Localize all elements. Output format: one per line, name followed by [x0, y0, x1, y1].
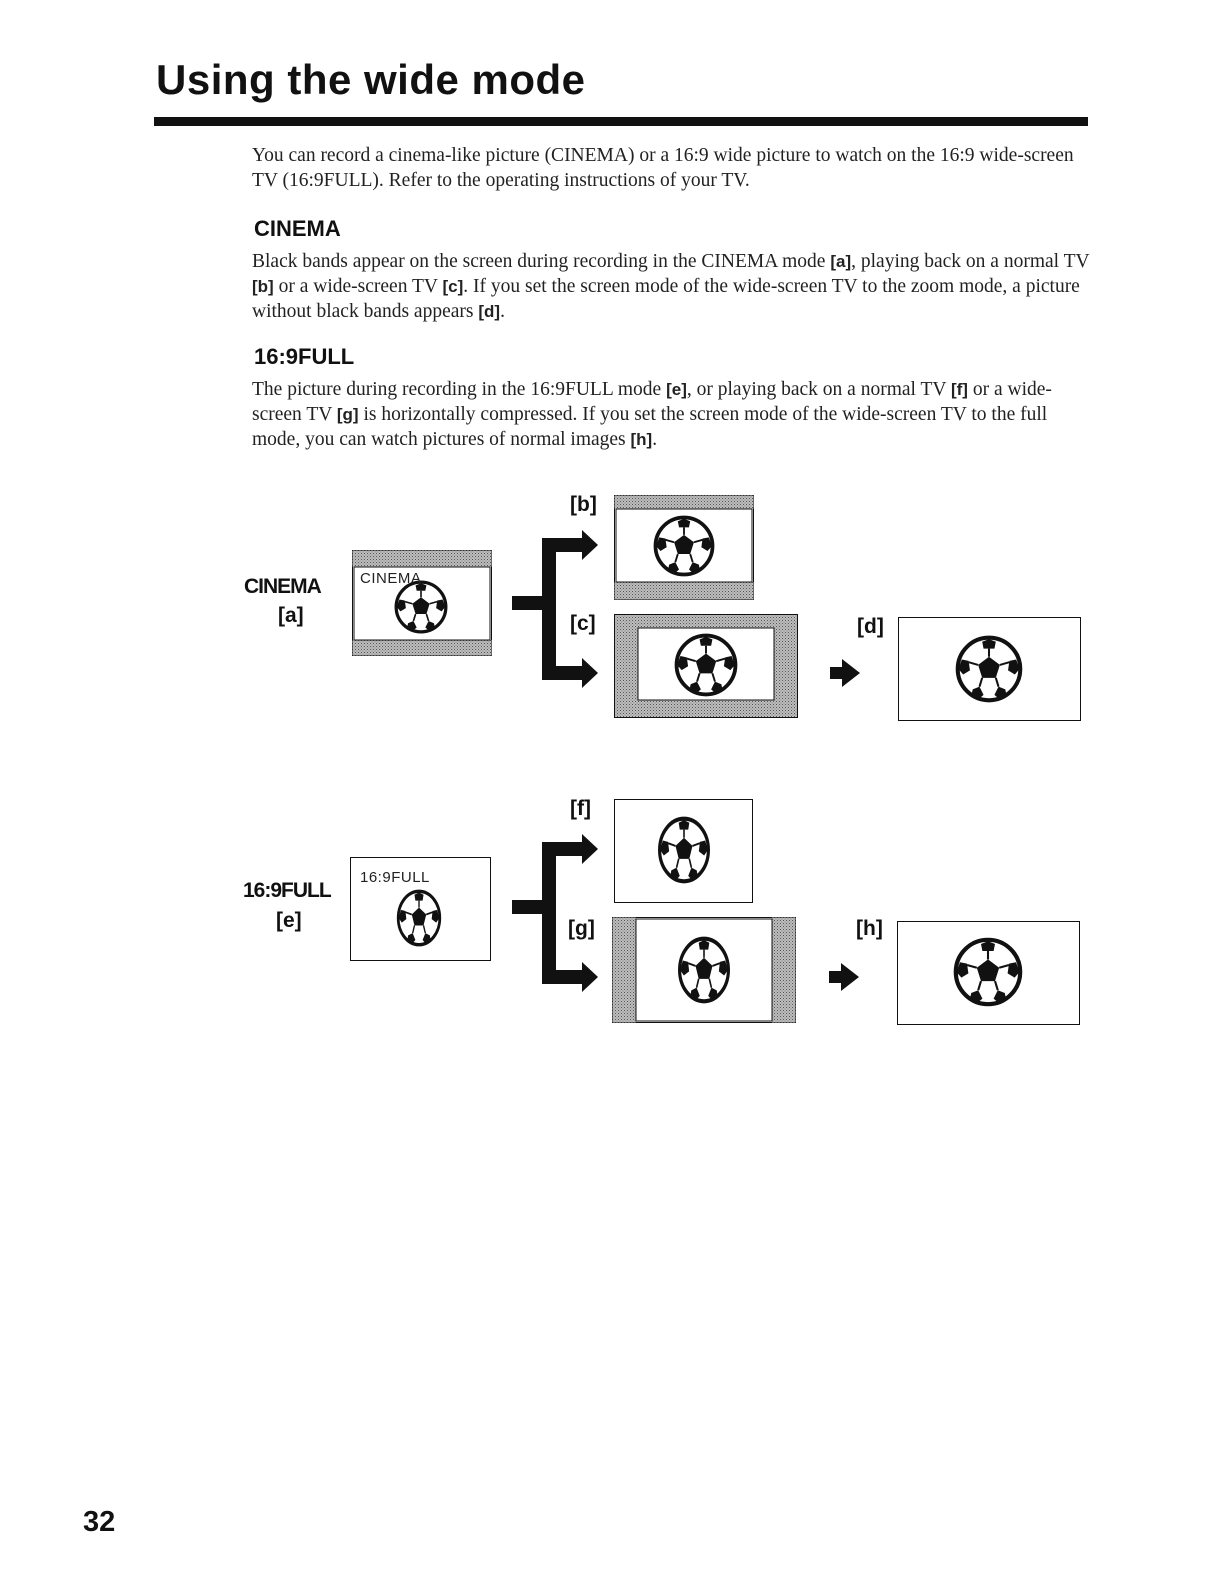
full-paragraph: The picture during recording in the 16:9… — [252, 377, 1092, 452]
screen-a-cinema-recording: CINEMA — [352, 550, 492, 656]
label-a: [a] — [278, 604, 304, 627]
full-text-1: The picture during recording in the 16:9… — [252, 379, 667, 400]
cinema-text-3: or a wide-screen TV — [273, 276, 443, 297]
cinema-heading: CINEMA — [254, 216, 341, 241]
soccer-ball-icon — [680, 939, 729, 1002]
soccer-ball-icon — [674, 633, 738, 697]
screen-h-full-mode — [897, 921, 1080, 1025]
cinema-text-4: . If you set the screen mode of the wide… — [252, 276, 1080, 322]
label-f: [f] — [570, 797, 591, 820]
title-rule — [154, 117, 1088, 126]
soccer-ball-icon — [398, 891, 440, 944]
cinema-text-2: , playing back on a normal TV — [851, 251, 1090, 272]
label-h: [h] — [856, 917, 883, 940]
screen-a-text: CINEMA — [360, 570, 422, 587]
label-c: [c] — [570, 612, 596, 635]
diagram-full-label: 16:9FULL — [243, 879, 332, 902]
page-title: Using the wide mode — [156, 56, 586, 103]
label-e: [e] — [276, 909, 302, 932]
soccer-ball-icon — [958, 638, 1021, 701]
full-text-3: or a wide-screen TV — [252, 379, 1052, 425]
cinema-text-1: Black bands appear on the screen during … — [252, 251, 831, 272]
cinema-text-5: . — [500, 301, 505, 322]
screen-f-normal-tv — [614, 799, 753, 903]
screen-c-wide-tv — [614, 614, 798, 718]
ref-g: [g] — [336, 405, 359, 424]
screen-e-full-recording: 16:9FULL — [350, 857, 491, 961]
full-text-5: . — [652, 429, 658, 450]
ref-a: [a] — [830, 252, 852, 271]
ref-c: [c] — [442, 277, 464, 296]
page-number: 32 — [83, 1506, 116, 1538]
bracket-arrow-icon — [512, 834, 598, 992]
ref-b: [b] — [252, 277, 274, 296]
intro-paragraph: You can record a cinema-like picture (CI… — [252, 145, 1074, 191]
ref-h: [h] — [630, 430, 653, 449]
arrow-right-icon — [830, 659, 860, 687]
ref-e: [e] — [666, 380, 687, 399]
soccer-ball-icon — [394, 580, 448, 634]
label-g: [g] — [568, 917, 595, 940]
soccer-ball-icon — [660, 819, 709, 882]
full-text-4: is horizontally compressed. If you set t… — [252, 404, 1048, 450]
label-d: [d] — [857, 615, 884, 638]
bracket-arrow-icon — [512, 530, 598, 688]
label-b: [b] — [570, 493, 597, 516]
soccer-ball-icon — [653, 515, 715, 577]
diagram-cinema-label: CINEMA — [244, 575, 322, 598]
arrow-right-icon — [829, 963, 859, 991]
ref-f: [f] — [950, 380, 968, 399]
ref-d: [d] — [478, 302, 501, 321]
soccer-ball-icon — [956, 940, 1020, 1004]
screen-b-normal-tv — [614, 495, 754, 600]
screen-g-wide-tv — [612, 917, 796, 1023]
cinema-paragraph: Black bands appear on the screen during … — [252, 249, 1092, 324]
full-text-2: , or playing back on a normal TV — [686, 379, 951, 400]
full-heading: 16:9FULL — [254, 344, 355, 369]
screen-d-zoom-mode — [898, 617, 1081, 721]
screen-e-text: 16:9FULL — [360, 869, 430, 886]
